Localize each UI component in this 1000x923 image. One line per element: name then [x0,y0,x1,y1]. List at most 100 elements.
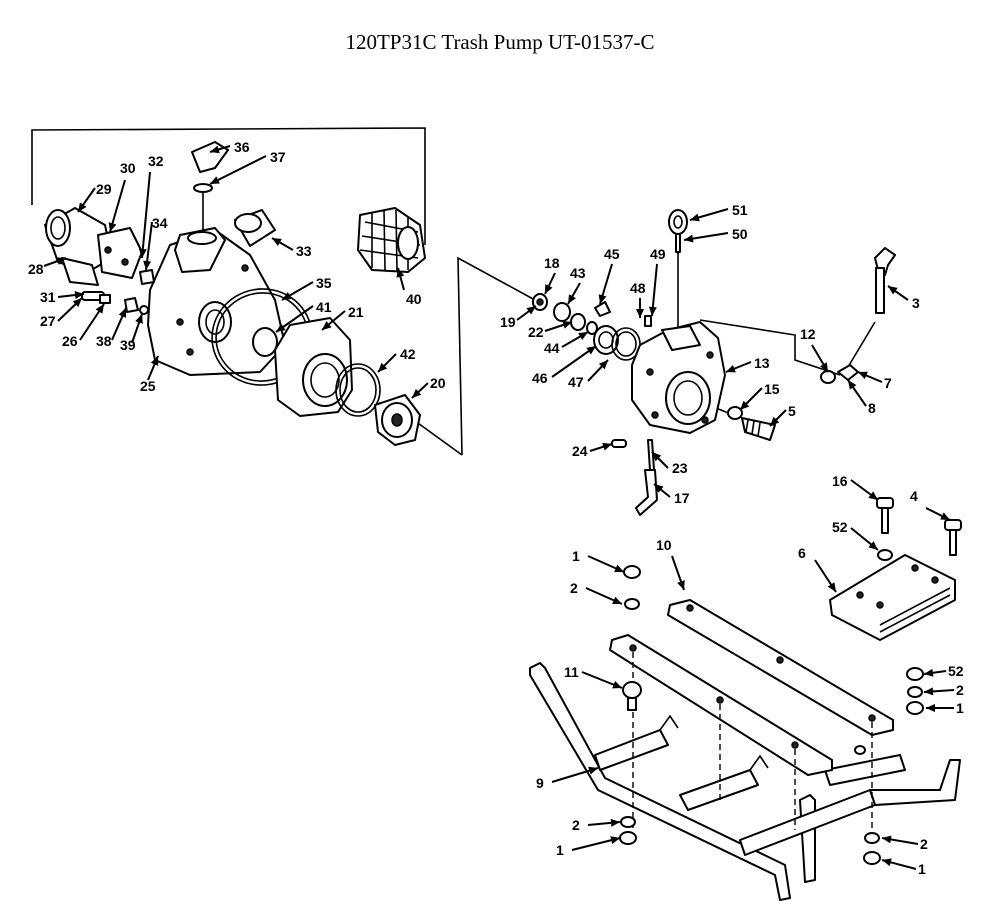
callout-arrowhead [888,286,898,295]
callout-arrowhead [562,321,572,329]
callout-11: 11 [564,664,579,680]
callout-28: 28 [28,261,44,277]
callout-34: 34 [152,215,168,231]
callout-arrowhead [210,145,220,154]
callout-50: 50 [732,226,748,242]
callout-36: 36 [234,139,250,155]
callout-20: 20 [430,375,446,391]
callout-2: 2 [570,580,578,596]
callout-37: 37 [270,149,286,165]
callout-arrowhead [924,687,934,696]
strainer-basket [357,207,426,273]
callout-47: 47 [568,374,584,390]
callout-arrowhead [108,222,117,232]
engine-plate [829,554,956,641]
callout-arrowhead [614,564,624,572]
callout-45: 45 [604,246,620,262]
pump-casing [147,227,286,376]
callout-1: 1 [556,842,564,858]
callout-15: 15 [764,381,780,397]
callout-22: 22 [528,324,544,340]
callout-19: 19 [500,314,516,330]
callout-43: 43 [570,265,586,281]
callout-46: 46 [532,370,548,386]
callout-arrowhead [78,202,87,212]
callout-3: 3 [912,295,920,311]
throttle-linkage [820,247,896,384]
small-hardware-left [81,141,276,315]
callout-arrowhead [882,835,892,844]
callout-arrowhead [684,234,694,243]
assembly-lines [31,127,876,456]
callout-42: 42 [400,346,416,362]
base-frame [529,662,961,901]
callout-1: 1 [572,548,580,564]
callout-32: 32 [148,153,164,169]
callout-arrowhead [612,596,622,604]
callout-27: 27 [40,313,56,329]
callout-arrowhead [858,371,868,380]
callout-arrowhead [412,388,422,398]
shaft-seal-parts [532,293,652,361]
suction-elbow [44,207,143,286]
callout-arrowhead [610,818,620,827]
callout-leader-line [141,171,151,259]
callout-labels: 36 37 29 30 32 34 33 28 31 27 26 38 39 2… [28,139,964,877]
callout-arrowhead [74,291,84,300]
callout-33: 33 [296,243,312,259]
callout-arrowhead [143,260,152,270]
callout-21: 21 [348,304,364,320]
callout-arrowhead [586,346,596,355]
callout-arrowhead [95,304,104,314]
callout-arrowhead [568,294,576,304]
diagram-title: 120TP31C Trash Pump UT-01537-C [345,30,655,54]
callout-leader-line [109,179,126,233]
callout-38: 38 [96,333,112,349]
callout-44: 44 [544,340,560,356]
callout-41: 41 [316,299,332,315]
callout-1: 1 [918,861,926,877]
callout-arrowhead [135,314,143,324]
impeller [374,394,421,446]
callout-arrowhead [652,452,662,462]
callout-26: 26 [62,333,78,349]
callout-arrowhead [526,306,536,315]
callout-arrowhead [770,416,780,426]
callout-40: 40 [406,291,422,307]
callout-35: 35 [316,275,332,291]
callout-49: 49 [650,246,666,262]
callout-52: 52 [948,663,964,679]
callout-leaders [43,145,955,870]
callout-25: 25 [140,378,156,394]
volute [274,317,353,417]
callout-7: 7 [884,375,892,391]
callout-arrowhead [882,858,892,867]
callout-arrowhead [690,213,700,222]
callout-arrowhead [598,294,607,304]
fasteners [619,497,962,865]
impeller-seal-ring [335,363,381,417]
callout-arrowhead [740,400,750,410]
callout-arrowhead [578,332,588,340]
callout-5: 5 [788,403,796,419]
callout-31: 31 [40,289,56,305]
callout-arrowhead [654,484,664,493]
callout-17: 17 [674,490,690,506]
callout-8: 8 [868,400,876,416]
callout-arrowhead [588,766,598,775]
callout-arrowhead [848,380,857,390]
callout-arrowhead [868,541,878,550]
callout-arrowhead [210,176,220,184]
callout-arrowhead [868,491,878,500]
callout-23: 23 [672,460,688,476]
callout-12: 12 [800,326,816,342]
callout-arrowhead [378,362,388,372]
callout-arrowhead [612,680,622,689]
callout-arrowhead [602,442,612,451]
callout-arrowhead [56,257,66,265]
callout-39: 39 [120,337,136,353]
callout-arrowhead [282,292,292,300]
callout-arrowhead [72,298,82,308]
callout-arrowhead [940,512,950,520]
drain-and-shaft-parts [611,406,776,516]
